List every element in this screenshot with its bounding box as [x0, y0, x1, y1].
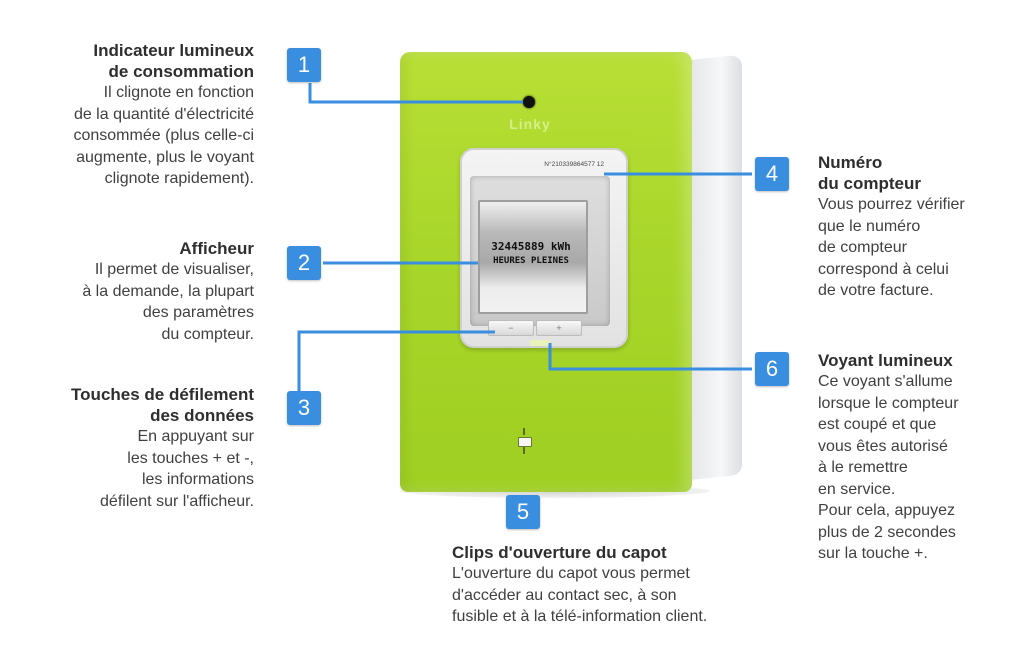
callout-5-body: L'ouverture du capot vous permet d'accéd… — [452, 563, 812, 628]
callout-4-title-line: du compteur — [818, 174, 921, 193]
relay-indicator-led — [530, 340, 550, 346]
meter-serial-number: N°210339864577 12 — [544, 161, 604, 168]
callout-4-body-line: que le numéro — [818, 217, 921, 235]
callout-badge-6: 6 — [755, 352, 789, 386]
callout-2: Afficheur Il permet de visualiser, à la … — [0, 238, 254, 345]
callout-6-body: Ce voyant s'allume lorsque le compteur e… — [818, 371, 1018, 565]
leader-line-6 — [548, 343, 752, 371]
callout-5-body-line: L'ouverture du capot vous permet — [452, 565, 690, 582]
callout-5-body-line: fusible et à la télé-information client. — [452, 608, 708, 625]
callout-2-body-line: des paramètres — [142, 304, 254, 321]
callout-6-body-line: sur la touche +. — [818, 545, 928, 562]
callout-6-body-line: est coupé et que — [818, 416, 937, 433]
callout-4-body-line: de compteur — [818, 239, 907, 256]
callout-1-body-line: augmente, plus le voyant — [76, 148, 254, 166]
callout-6-body-line: lorsque le compteur — [818, 394, 959, 412]
callout-badge-5: 5 — [506, 495, 540, 529]
clip-marker-bottom — [523, 447, 525, 454]
lcd-tariff: HEURES PLEINES — [493, 256, 569, 266]
callout-4-title: Numéro du compteur — [818, 152, 1018, 194]
callout-3: Touches de défilement des données En app… — [0, 384, 254, 512]
cover-clip[interactable] — [518, 437, 532, 447]
callout-5-title-line: Clips d'ouverture du capot — [452, 543, 667, 562]
callout-1-body-line: Il clignote en fonction — [103, 84, 254, 101]
callout-1-body-line: clignote rapidement). — [104, 170, 254, 187]
clip-marker-top — [523, 428, 525, 435]
callout-3-body-line: défilent sur l'afficheur. — [100, 492, 254, 510]
callout-4-body-line: de votre facture. — [818, 282, 934, 299]
consumption-led — [523, 96, 535, 108]
callout-4: Numéro du compteur Vous pourrez vérifier… — [818, 152, 1018, 302]
lcd-reading: 32445889 kWh — [491, 240, 571, 253]
callout-5-title: Clips d'ouverture du capot — [452, 542, 812, 563]
callout-1-title: Indicateur lumineux de consommation — [0, 40, 254, 82]
callout-5-body-line: d'accéder au contact sec, à son — [452, 586, 677, 604]
callout-4-body-line: correspond à celui — [818, 260, 949, 278]
callout-6-title: Voyant lumineux — [818, 350, 1018, 371]
callout-2-body-line: du compteur. — [161, 325, 255, 343]
callout-6-body-line: à le remettre — [818, 459, 908, 476]
callout-2-title: Afficheur — [0, 238, 254, 259]
callout-3-body-line: les informations — [141, 471, 254, 488]
scroll-keys: − + — [488, 320, 584, 336]
callout-6-body-line: vous êtes autorisé — [818, 437, 948, 455]
callout-badge-2: 2 — [287, 246, 321, 280]
callout-1-title-line: de consommation — [108, 62, 254, 81]
callout-6-body-line: Ce voyant s'allume — [818, 373, 953, 390]
lcd-screen — [478, 200, 588, 314]
callout-3-body-line: les touches + et -, — [127, 449, 254, 467]
leader-line-3 — [297, 330, 495, 391]
callout-4-body-line: Vous pourrez vérifier — [818, 196, 965, 213]
callout-badge-4: 4 — [755, 157, 789, 191]
callout-1-body-line: de la quantité d'électricité — [73, 105, 254, 123]
callout-6: Voyant lumineux Ce voyant s'allume lorsq… — [818, 350, 1018, 565]
callout-3-title-line: Touches de défilement — [71, 385, 254, 404]
callout-3-title-line: des données — [150, 406, 254, 425]
leader-line-1 — [308, 83, 523, 104]
callout-2-title-line: Afficheur — [179, 239, 254, 258]
callout-1-body-line: consommée (plus celle-ci — [73, 127, 254, 144]
minus-key[interactable]: − — [488, 320, 534, 336]
plus-key[interactable]: + — [536, 320, 582, 336]
callout-5: Clips d'ouverture du capot L'ouverture d… — [452, 542, 812, 628]
callout-3-body-line: En appuyant sur — [137, 428, 254, 445]
callout-6-body-line: plus de 2 secondes — [818, 523, 956, 541]
callout-1-body: Il clignote en fonction de la quantité d… — [0, 82, 254, 190]
callout-3-title: Touches de défilement des données — [0, 384, 254, 426]
callout-1-title-line: Indicateur lumineux — [93, 41, 254, 60]
callout-4-body: Vous pourrez vérifier que le numéro de c… — [818, 194, 1018, 302]
callout-2-body-line: Il permet de visualiser, — [94, 261, 254, 278]
callout-6-body-line: en service. — [818, 480, 896, 498]
callout-2-body: Il permet de visualiser, à la demande, l… — [0, 259, 254, 345]
callout-badge-1: 1 — [287, 48, 321, 82]
callout-4-title-line: Numéro — [818, 153, 883, 172]
callout-2-body-line: à la demande, la plupart — [82, 282, 254, 300]
callout-3-body: En appuyant sur les touches + et -, les … — [0, 426, 254, 512]
callout-6-body-line: Pour cela, appuyez — [818, 502, 955, 519]
callout-1: Indicateur lumineux de consommation Il c… — [0, 40, 254, 190]
meter-logo: Linky — [509, 116, 551, 132]
callout-6-title-line: Voyant lumineux — [818, 351, 953, 370]
callout-badge-3: 3 — [287, 391, 321, 425]
